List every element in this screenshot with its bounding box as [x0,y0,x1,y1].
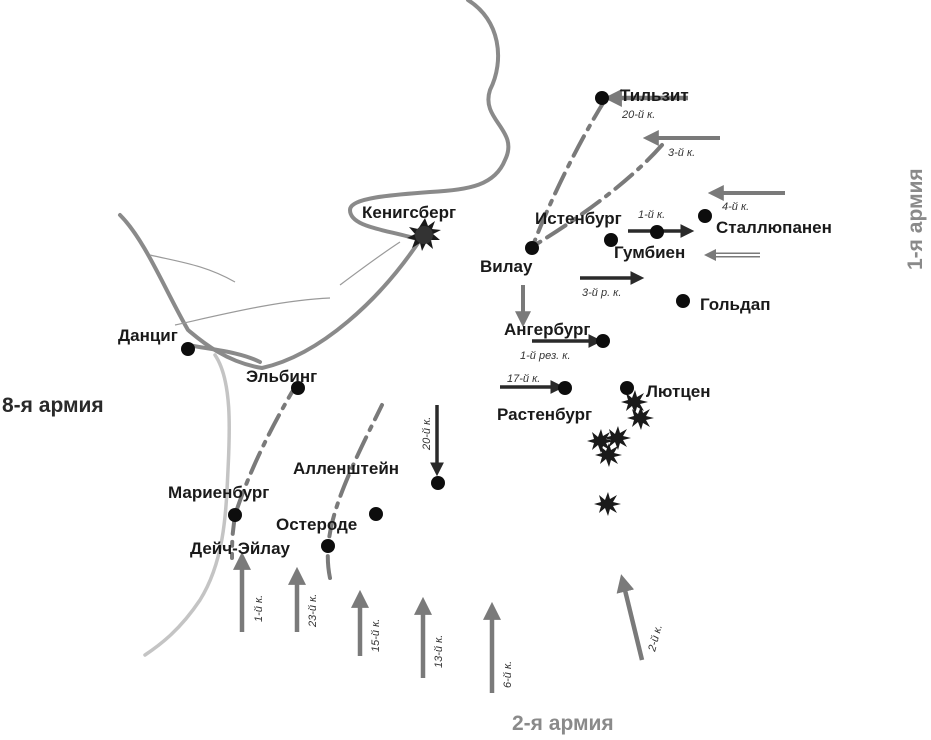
label-osterode: Остероде [276,515,357,534]
arrow-hollow-gumbinen [704,249,760,261]
label-corps-1-reserve: 1-й рез. к. [520,350,571,362]
route-osterode-north [325,403,384,580]
label-corps-15: 15-й к. [370,619,382,652]
label-eighth-army: 8-я армия [2,394,104,417]
label-corps-20-allenstein: 20-й к. [421,417,433,451]
label-goldap: Гольдап [700,295,771,314]
label-allenstein: Алленштейн [293,459,399,478]
label-corps-2: 2-й к. [646,623,665,653]
arrow-2corps [616,574,645,661]
city-dot-angerburg [596,334,610,348]
label-vilau: Вилау [480,257,533,276]
city-dot-elbing [291,381,305,395]
coastline [118,0,511,370]
label-stallupenen: Сталлюпанен [716,218,832,237]
label-corps-13: 13-й к. [433,635,445,668]
city-dot-vilau [525,241,539,255]
city-dot-danzig [181,342,195,356]
city-dot-gumbinen [650,225,664,239]
route-tilsit-vilau [530,98,607,250]
label-rastenburg: Растенбург [497,405,592,424]
city-dot-osterode [369,507,383,521]
city-dot-deutsch-eylau [321,539,335,553]
label-corps-3-reserve: 3-й р. к. [582,287,621,299]
label-konigsberg: Кенигсберг [362,203,456,222]
label-corps-1-gumbinen: 1-й к. [638,209,665,221]
spit [149,254,236,283]
battle-burst-icons [587,390,654,516]
spit-2 [174,297,331,326]
city-dot-goldap [676,294,690,308]
konigsberg-battle-icon [407,218,441,251]
label-corps-17: 17-й к. [507,373,540,385]
city-dot-allenstein [431,476,445,490]
vistula-river [143,353,232,657]
spit-3 [339,241,401,286]
label-first-army: 1-я армия [904,168,927,270]
city-dot-marienburg [228,508,242,522]
route-3corps-vilau [533,143,664,247]
label-corps-23: 23-й к. [307,594,319,628]
label-corps-1-south: 1-й к. [253,595,265,622]
label-tilsit: Тильзит [620,86,689,105]
label-gumbinen: Гумбиен [614,243,685,262]
city-dots [181,91,712,553]
label-second-army: 2-я армия [512,712,614,735]
label-elbing: Эльбинг [246,367,317,386]
city-dot-lutzen [620,381,634,395]
label-corps-3: 3-й к. [668,147,695,159]
label-corps-20-tilsit: 20-й к. [621,109,655,121]
label-corps-6: 6-й к. [502,661,514,688]
label-danzig: Данциг [118,326,178,345]
label-corps-4: 4-й к. [722,201,749,213]
city-dot-rastenburg [558,381,572,395]
lagoon-shore [186,343,262,364]
label-lutzen: Лютцен [646,382,711,401]
city-dot-istenburg [604,233,618,247]
label-deutsch-eylau: Дейч-Эйлау [190,539,291,558]
city-dot-stallupenen [698,209,712,223]
label-angerburg: Ангербург [504,320,590,339]
route-marienburg-elbing [234,390,294,514]
label-marienburg: Мариенбург [168,483,269,502]
city-dot-tilsit [595,91,609,105]
label-istenburg: Истенбург [535,209,622,228]
